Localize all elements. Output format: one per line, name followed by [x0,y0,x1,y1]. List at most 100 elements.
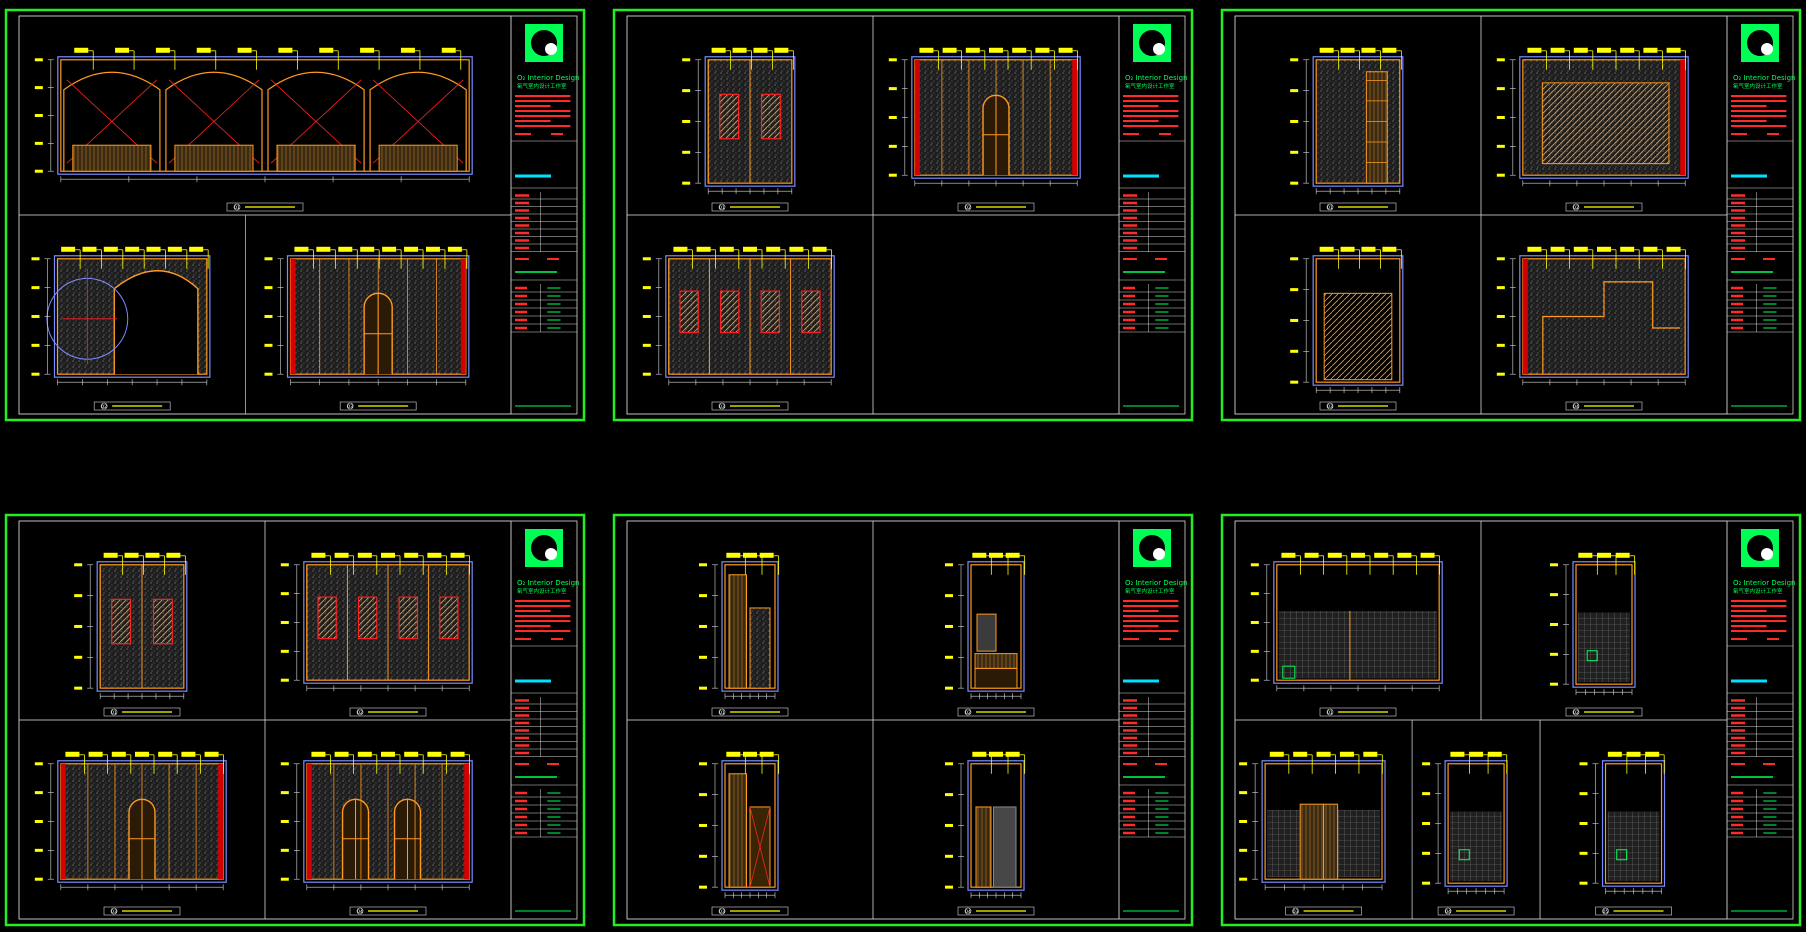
material-tag [1382,47,1397,53]
wall-frame [1315,258,1401,383]
material-tag [1005,552,1020,558]
material-tag [311,751,326,757]
elevation-outline [967,561,1025,692]
material-tag [1620,246,1635,252]
elevation-outline [1312,255,1404,386]
elevation-caption-box [103,906,181,916]
material-tag [294,246,309,252]
material-tag [1550,47,1565,53]
elevation-caption-box [1565,202,1643,212]
level-tag [1496,144,1505,148]
sheet-border [1220,513,1802,927]
level-tag [34,762,43,766]
section-column [1522,258,1528,375]
material-tag [381,552,395,558]
elevation-narrow-shelf: 01 [699,552,789,717]
elevation-narrow-door: 03 [699,751,789,916]
level-tag [945,885,953,889]
logo-two-dot [1153,43,1165,55]
arch-opening [63,71,161,172]
material-tag [74,47,89,53]
material-tag [338,246,353,252]
level-tag [280,762,289,766]
elevation-outline [967,760,1025,891]
window-glass [152,598,173,645]
level-tag [1496,314,1505,318]
material-tag [111,751,126,757]
level-tag [31,286,40,290]
level-tag [642,257,651,261]
material-tag [759,552,774,558]
material-tag [1363,751,1378,757]
drawing-cell [872,214,1120,415]
window-glass [111,598,132,645]
material-tag [360,246,375,252]
elevation-caption-number: 01 [719,205,725,211]
level-tag [1496,87,1505,91]
window-glass [760,290,781,334]
window-glass [760,93,781,140]
level-tag [888,87,897,91]
elevation-caption-box [1437,906,1515,916]
elevation-caption-number: 02 [1573,205,1579,211]
material-tag [382,246,397,252]
logo-text: O₂ Interior Design [517,74,579,82]
level-tag [642,343,651,347]
level-tag [1290,58,1299,62]
window-glass [719,93,740,140]
material-tag [181,751,196,757]
level-tag [1579,762,1588,766]
level-tag [945,686,953,690]
level-tag [280,592,289,596]
material-tag [319,47,334,53]
logo-text: O₂ Interior Design [1733,74,1795,82]
material-tag [1397,552,1412,558]
tile-pattern [1450,811,1503,882]
caption-marker [356,708,364,716]
elevation-door-arch: 02 [888,47,1081,212]
drawing-cell [18,15,512,216]
level-tag [1496,286,1505,290]
material-tag [1361,47,1376,53]
elevation-tall-cabinet: 01 [1290,47,1404,212]
elevation-caption-number: 02 [357,710,363,716]
elevation-caption-number: 01 [111,710,117,716]
level-tag [1496,115,1505,119]
elevation-caption-box [1319,401,1397,411]
material-tag [404,552,419,558]
tile-pattern [1278,610,1438,679]
elevation-caption-box [1565,401,1643,411]
arch-opening [369,71,467,172]
level-tag [1290,318,1299,322]
level-tag [642,286,651,290]
logo-two-dot [545,43,557,55]
logo-subtitle: 氧气室内设计工作室 [517,82,567,90]
caption-marker [100,402,108,410]
material-tag [965,47,980,53]
elevation-caption-number: 03 [111,909,117,915]
material-tag [61,246,76,252]
elevation-outline [286,255,470,378]
arch-opening [267,71,365,172]
level-tag [1550,652,1558,656]
level-tag [699,762,707,766]
material-tag [115,47,130,53]
level-tag [1422,792,1431,796]
elevation-caption-box [711,401,789,411]
caption-marker [1572,708,1580,716]
level-tag [1496,372,1505,376]
vanity-base [974,667,1018,689]
material-tag [1327,552,1342,558]
window-glass [398,596,419,640]
door-leaf [1323,803,1339,880]
door-leaf [1299,803,1325,880]
wall-frame [1575,564,1633,685]
level-tag [34,114,43,117]
material-tag [1361,246,1376,252]
level-tag [1290,257,1299,261]
logo-text: O₂ Interior Design [517,579,579,587]
material-tag [400,47,415,53]
logo-two-dot [1761,43,1773,55]
